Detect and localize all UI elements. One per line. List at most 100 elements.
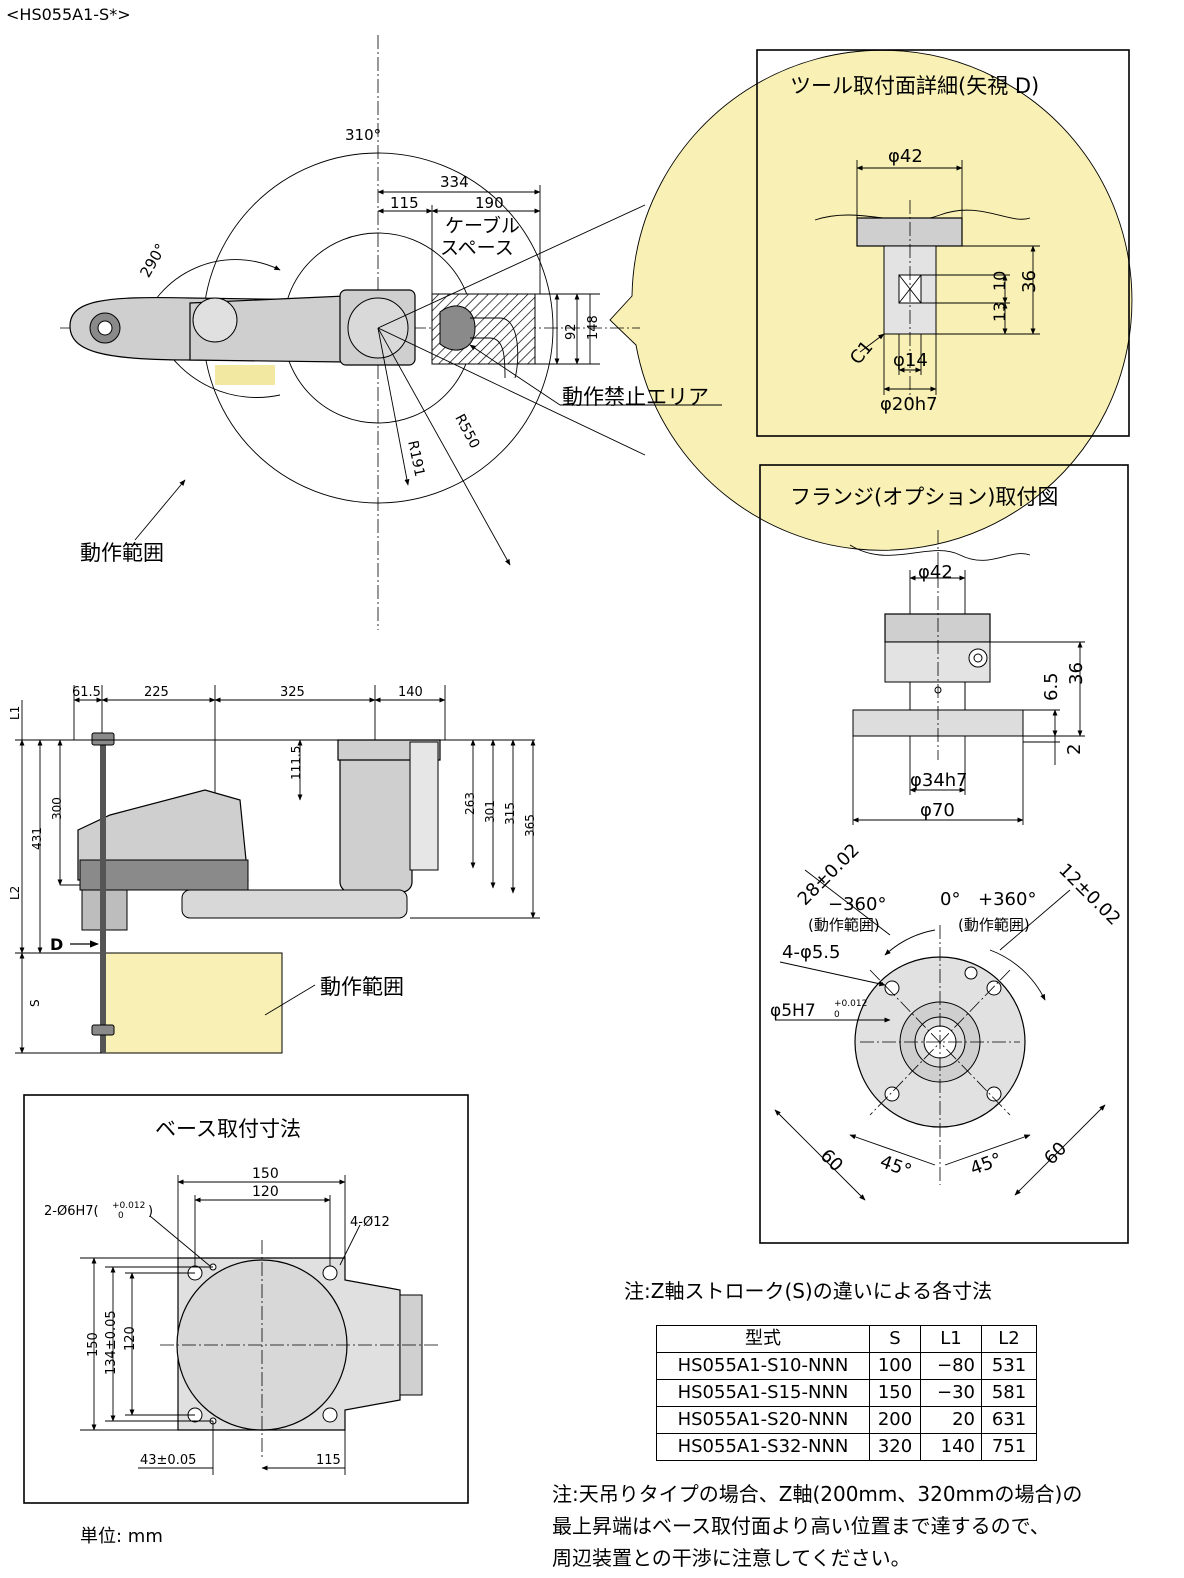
flange-dim-60-left: 60	[816, 1145, 847, 1176]
flange-detail-panel: フランジ(オプション)取付図 φ42 6.5 36 2 φ34h7 φ70	[759, 464, 1129, 1244]
base-hole-2: 2-Ø6H7(	[44, 1204, 99, 1219]
base-hole-2-close: )	[148, 1204, 153, 1219]
tool-phi42: φ42	[888, 146, 923, 167]
flange-minus360: −360°	[828, 894, 886, 915]
table-title: 注:Z軸ストローク(S)の違いによる各寸法	[624, 1279, 992, 1303]
side-view: 61.5 225 325 140 L1 L2	[8, 685, 540, 1054]
dim-92: 92	[564, 323, 579, 340]
dim-190: 190	[475, 194, 504, 212]
l2-label: L2	[8, 886, 22, 900]
cable-space-label-2: スペース	[440, 237, 514, 259]
dim-325: 325	[280, 685, 305, 700]
dim-61-5: 61.5	[72, 685, 101, 700]
flange-phi34h7: φ34h7	[910, 770, 968, 791]
table-cell: −80	[920, 1352, 982, 1380]
side-arm	[77, 789, 249, 881]
work-range-area	[610, 50, 1132, 551]
tool-detail-panel: ツール取付面詳細(矢視 D) φ42 10 36 13 C1 φ14 φ20h7	[756, 49, 1130, 437]
tool-phi14: φ14	[893, 350, 928, 371]
flange-range-note-left: (動作範囲)	[808, 916, 880, 934]
l1-label: L1	[8, 706, 22, 720]
base-dim-120-h: 120	[252, 1184, 279, 1200]
table-header-row: 型式 S L1 L2	[656, 1325, 1037, 1353]
dim-315: 315	[503, 802, 517, 825]
tool-dim-10: 10	[990, 271, 1009, 291]
tool-dim-36: 36	[1019, 270, 1040, 293]
footnote-line: 注:天吊りタイプの場合、Z軸(200mm、320mmの場合)の	[552, 1482, 1083, 1506]
base-hole-4: 4-Ø12	[350, 1215, 390, 1230]
table-cell: 631	[981, 1406, 1037, 1434]
table-row: HS055A1-S20-NNN 200 20 631	[656, 1406, 1037, 1434]
flange-tol-lo: 0	[834, 1010, 840, 1020]
dim-225: 225	[144, 685, 169, 700]
flange-phi42: φ42	[918, 562, 953, 583]
tool-dim-13: 13	[990, 302, 1009, 322]
d-marker: D	[50, 935, 63, 954]
flange-dim-2: 2	[1064, 744, 1085, 755]
top-view: 310° 290° 334 115 190 ケーブル スペース 92 148 動…	[60, 35, 1133, 630]
table-row: HS055A1-S10-NNN 100 −80 531	[656, 1352, 1037, 1380]
flange-dim-36: 36	[1066, 662, 1087, 685]
cable-space-label-1: ケーブル	[445, 214, 520, 237]
base-detail-panel: ベース取付寸法 150 120 2-Ø6H7(	[23, 1094, 469, 1504]
flange-detail-title: フランジ(オプション)取付図	[790, 485, 1058, 509]
table-header-cell: L1	[920, 1325, 982, 1353]
z-work-range-box	[101, 952, 283, 1054]
dim-334: 334	[440, 173, 469, 191]
table-cell: 581	[981, 1379, 1037, 1407]
flange-tol-up: +0.012	[834, 999, 867, 1009]
base-dim-115: 115	[316, 1453, 341, 1468]
stroke-dimension-table: 型式 S L1 L2 HS055A1-S10-NNN 100 −80 531 H…	[656, 1325, 1037, 1461]
tool-phi20h7: φ20h7	[880, 394, 938, 415]
dim-111-5: 111.5	[289, 746, 303, 780]
angle-290-label: 290°	[136, 240, 170, 280]
table-cell: 140	[920, 1433, 982, 1461]
work-range-label-side: 動作範囲	[320, 975, 404, 999]
table-cell: HS055A1-S10-NNN	[656, 1352, 870, 1380]
table-cell: 200	[869, 1406, 921, 1434]
table-cell: 531	[981, 1352, 1037, 1380]
angle-310-label: 310°	[345, 126, 381, 144]
unit-label: 単位: mm	[80, 1526, 163, 1547]
base-detail-title: ベース取付寸法	[155, 1117, 301, 1141]
flange-zero-deg: 0°	[940, 889, 960, 910]
dim-301: 301	[483, 800, 497, 823]
flange-plus360: +360°	[978, 889, 1036, 910]
table-row: HS055A1-S15-NNN 150 −30 581	[656, 1379, 1037, 1407]
dim-148: 148	[586, 315, 601, 340]
table-cell: 20	[920, 1406, 982, 1434]
dim-115: 115	[390, 194, 419, 212]
dim-431: 431	[30, 827, 44, 850]
base-dim-134: 134±0.05	[104, 1310, 119, 1375]
r550-label: R550	[451, 412, 482, 452]
base-dim-150-v: 150	[86, 1332, 101, 1357]
flange-phi70: φ70	[920, 800, 955, 821]
footnote: 注:天吊りタイプの場合、Z軸(200mm、320mmの場合)の 最上昇端はベース…	[552, 1478, 1082, 1574]
model-heading: <HS055A1-S*>	[6, 5, 131, 24]
footnote-line: 最上昇端はベース取付面より高い位置まで達するので、	[552, 1514, 1050, 1538]
dim-365: 365	[523, 814, 537, 837]
table-cell: 751	[981, 1433, 1037, 1461]
r191-label: R191	[404, 439, 427, 478]
s-label: S	[28, 999, 42, 1007]
flange-dim-60-right: 60	[1040, 1138, 1071, 1169]
table-header-cell: S	[869, 1325, 921, 1353]
base-hole-2-tol-up: +0.012	[112, 1201, 145, 1211]
flange-deg45-right: 45°	[968, 1149, 1005, 1180]
dim-140: 140	[398, 685, 423, 700]
base-dim-43: 43±0.05	[140, 1453, 196, 1468]
flange-phi5h7: φ5H7	[770, 1001, 816, 1021]
table-cell: −30	[920, 1379, 982, 1407]
base-dim-120-v: 120	[123, 1326, 138, 1351]
table-header-cell: L2	[981, 1325, 1037, 1353]
base-hole-2-tol-lo: 0	[118, 1211, 124, 1221]
footnote-line: 周辺装置との干渉に注意してください。	[552, 1546, 911, 1570]
work-range-label-top: 動作範囲	[80, 541, 164, 565]
tool-detail-title: ツール取付面詳細(矢視 D)	[790, 74, 1039, 98]
flange-holes-4: 4-φ5.5	[782, 942, 840, 963]
prohibited-area-label: 動作禁止エリア	[562, 385, 709, 409]
flange-dim-6-5: 6.5	[1041, 672, 1062, 701]
table-header-cell: 型式	[656, 1325, 870, 1353]
table-cell: 100	[869, 1352, 921, 1380]
